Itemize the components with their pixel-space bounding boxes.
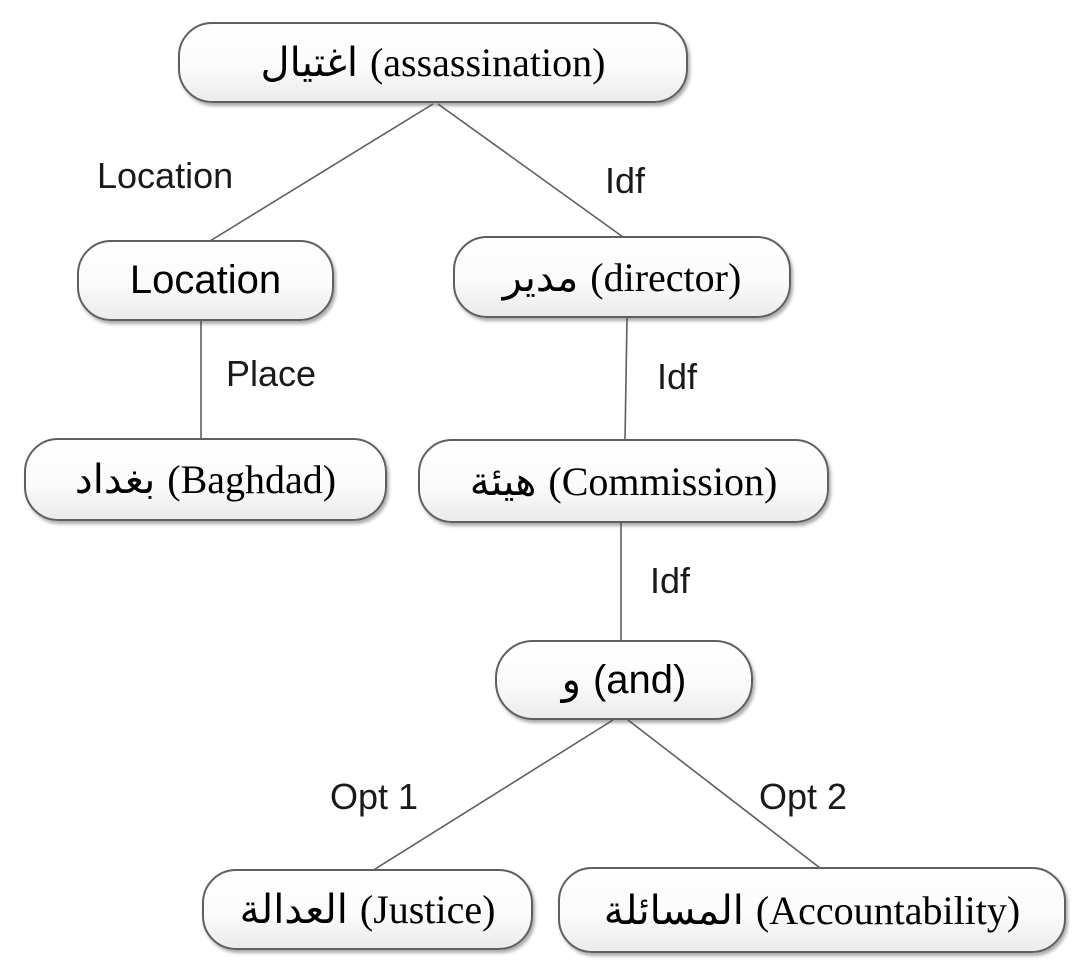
- node-baghdad: بغداد (Baghdad): [24, 438, 387, 521]
- node-director-arabic: مدير: [502, 254, 579, 300]
- edge-label-opt-1: Opt 1: [330, 776, 419, 817]
- edge-and-justice: [371, 719, 614, 872]
- edge-root-location: [209, 103, 434, 242]
- node-justice-gloss: (Justice): [359, 887, 496, 932]
- node-director-gloss: (director): [590, 254, 742, 300]
- edge-director-commission: [624, 317, 628, 441]
- node-accountability: المسائلة (Accountability): [558, 867, 1066, 953]
- edge-label-opt-2: Opt 2: [759, 776, 848, 817]
- edge-label-idf-3: Idf: [650, 560, 691, 601]
- node-commission: هيئة (Commission): [418, 439, 829, 523]
- node-commission-arabic: هيئة: [469, 458, 537, 504]
- node-baghdad-gloss: (Baghdad): [167, 457, 337, 502]
- node-commission-gloss: (Commission): [548, 458, 778, 504]
- node-assassination-gloss: (assassination): [369, 40, 606, 85]
- node-assassination: اغتيال (assassination): [178, 22, 688, 103]
- edge-label-idf-2: Idf: [657, 356, 698, 397]
- node-and: و (and): [495, 640, 753, 720]
- node-and-arabic: و: [561, 658, 581, 702]
- edge-and-accountability: [627, 719, 821, 869]
- node-accountability-gloss: (Accountability): [755, 887, 1021, 933]
- node-baghdad-arabic: بغداد: [74, 457, 156, 502]
- edge-label-place: Place: [226, 353, 317, 394]
- edge-root-director: [437, 103, 624, 238]
- node-location-label: Location: [129, 258, 282, 302]
- node-accountability-arabic: المسائلة: [603, 887, 744, 933]
- node-justice: العدالة (Justice): [202, 869, 533, 950]
- edge-label-location: Location: [97, 155, 234, 196]
- node-location: Location: [77, 240, 334, 321]
- node-director: مدير (director): [453, 236, 791, 318]
- node-and-gloss: (and): [592, 657, 687, 702]
- node-assassination-arabic: اغتيال: [260, 40, 358, 85]
- edge-label-idf-1: Idf: [605, 160, 646, 201]
- node-justice-arabic: العدالة: [239, 887, 348, 932]
